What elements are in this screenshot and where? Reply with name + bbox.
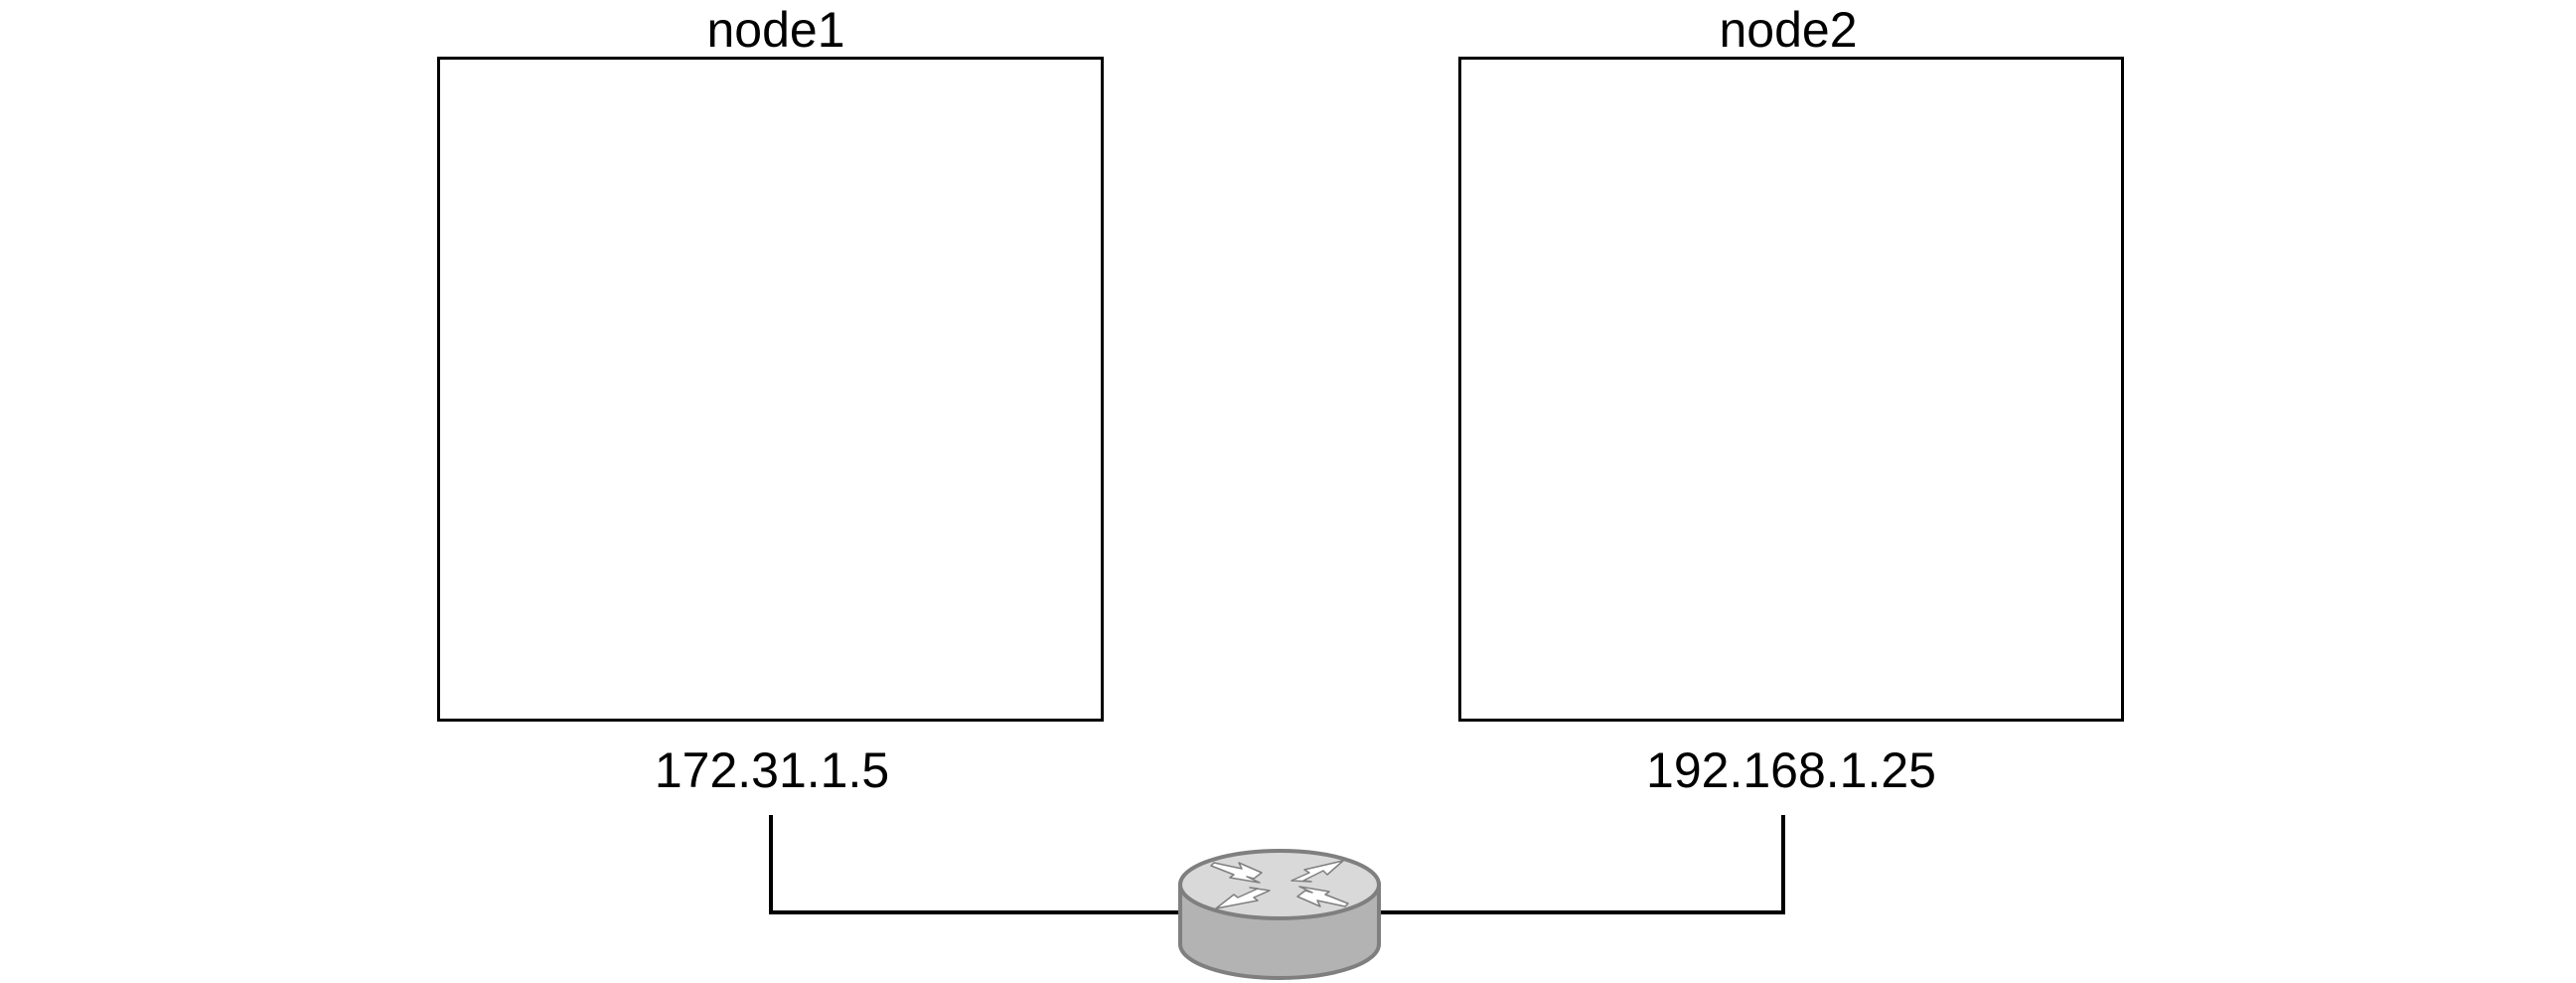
link-node2-router <box>1377 815 1785 914</box>
link-node1-router <box>769 815 1182 914</box>
node2-box <box>1458 57 2124 722</box>
node1-ip-label: 172.31.1.5 <box>654 742 890 798</box>
node1-title: node1 <box>706 2 845 58</box>
router-icon <box>1178 849 1381 980</box>
node2-ip-label: 192.168.1.25 <box>1646 742 1936 798</box>
node1-box <box>437 57 1104 722</box>
node2-title: node2 <box>1719 2 1858 58</box>
